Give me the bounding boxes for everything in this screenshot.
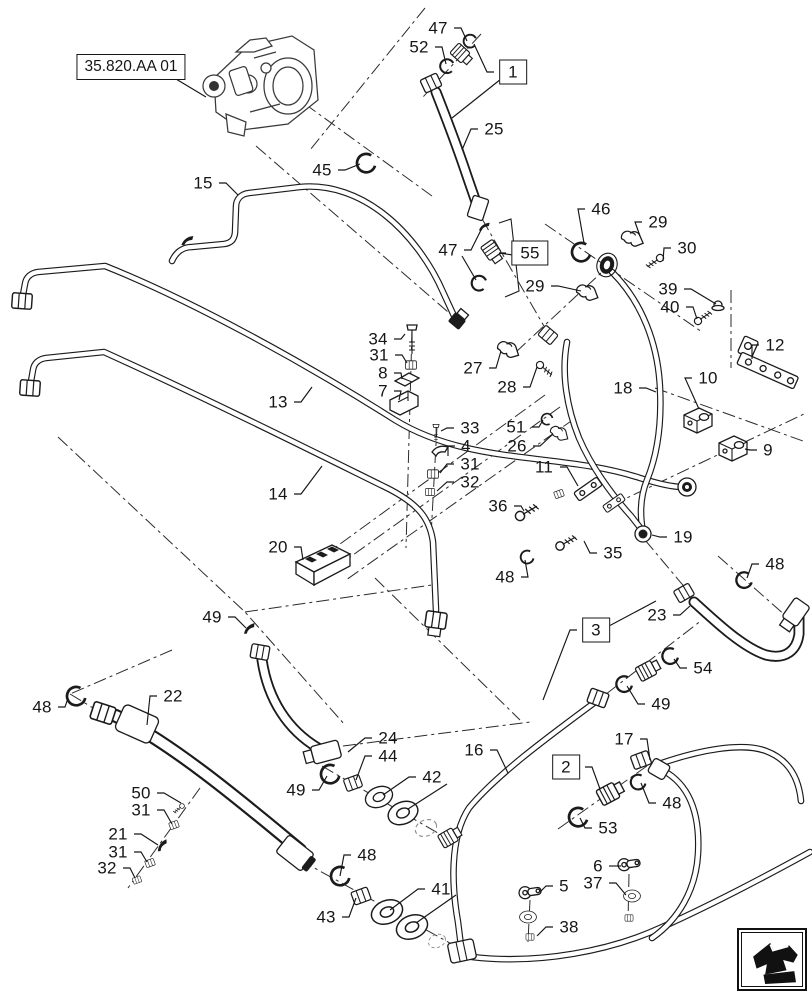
callout-35-32: 35: [603, 543, 623, 563]
callout-53-62: 53: [598, 818, 618, 838]
callout-5-65: 5: [559, 876, 569, 896]
page-turn-icon[interactable]: [737, 928, 807, 991]
callout-25-3: 25: [484, 119, 504, 139]
callout-18-21: 18: [613, 378, 633, 398]
tube-14: [30, 352, 436, 610]
callout-52-1: 52: [409, 37, 429, 57]
callout-14-36: 14: [268, 484, 288, 504]
clamp-20: [294, 544, 352, 587]
callout-31-49: 31: [108, 842, 128, 862]
callout-1-2: 1: [499, 59, 527, 85]
callout-37-64: 37: [583, 873, 603, 893]
callout-47-0: 47: [428, 18, 448, 38]
callout-8-17: 8: [378, 363, 388, 383]
callout-48-34: 48: [495, 567, 515, 587]
callout-38-66: 38: [559, 917, 579, 937]
callout-11-30: 11: [534, 457, 554, 477]
callout-31-16: 31: [369, 345, 389, 365]
callout-48-61: 48: [662, 793, 682, 813]
tube-15: [172, 187, 455, 318]
callout-27-19: 27: [463, 358, 483, 378]
callout-48-56: 48: [357, 845, 377, 865]
callout-9-23: 9: [763, 440, 773, 460]
callout-leaders: [58, 27, 759, 937]
callout-6-63: 6: [593, 856, 603, 876]
callout-50-46: 50: [131, 783, 151, 803]
callout-2-60: 2: [552, 754, 580, 780]
hose-25: [436, 92, 476, 202]
callout-26-29: 26: [507, 436, 527, 456]
callout-7-18: 7: [378, 381, 388, 401]
callout-28-20: 28: [497, 377, 517, 397]
callout-21-48: 21: [108, 824, 128, 844]
callout-49-43: 49: [651, 694, 671, 714]
callout-32-50: 32: [97, 858, 117, 878]
callout-12-14: 12: [765, 335, 785, 355]
callout-46-6: 46: [591, 199, 611, 219]
callout-33-24: 33: [460, 418, 480, 438]
callout-3-40: 3: [582, 617, 610, 643]
callout-17-59: 17: [614, 729, 634, 749]
callout-51-28: 51: [506, 417, 526, 437]
callout-45-4: 45: [312, 160, 332, 180]
callout-32-27: 32: [460, 472, 480, 492]
page-turn-arrow-glyph: [753, 942, 798, 984]
callout-48-41: 48: [765, 554, 785, 574]
callout-16-55: 16: [464, 740, 484, 760]
callout-48-45: 48: [32, 697, 52, 717]
callout-29-7: 29: [648, 212, 668, 232]
callout-10-22: 10: [698, 368, 718, 388]
tube-17: [652, 747, 801, 938]
callout-4-25: 4: [461, 436, 471, 456]
hose-24: [262, 660, 318, 748]
callout-36-31: 36: [488, 496, 508, 516]
callout-29-11: 29: [525, 276, 545, 296]
callout-41-57: 41: [431, 879, 451, 899]
callout-13-35: 13: [268, 392, 288, 412]
reference-box[interactable]: 35.820.AA 01: [76, 54, 186, 80]
callout-47-9: 47: [438, 240, 458, 260]
callout-40-13: 40: [660, 297, 680, 317]
callout-55-10: 55: [511, 240, 549, 266]
callout-43-58: 43: [316, 907, 336, 927]
callout-23-39: 23: [647, 605, 667, 625]
callout-42-54: 42: [422, 767, 442, 787]
callout-49-53: 49: [286, 780, 306, 800]
callout-31-26: 31: [460, 454, 480, 474]
callout-39-12: 39: [658, 279, 678, 299]
callout-34-15: 34: [368, 329, 388, 349]
callout-24-51: 24: [378, 728, 398, 748]
tube-19: [565, 342, 642, 530]
hose-23: [694, 602, 799, 656]
callout-22-44: 22: [163, 686, 183, 706]
page-turn-icon-frame: [741, 932, 803, 987]
callout-19-33: 19: [673, 527, 693, 547]
callout-54-42: 54: [693, 658, 713, 678]
fittings-and-hardware: [10, 32, 810, 964]
callout-15-5: 15: [193, 173, 213, 193]
callout-31-47: 31: [131, 800, 151, 820]
pump-illustration: [202, 35, 319, 137]
callout-44-52: 44: [378, 746, 398, 766]
callout-49-38: 49: [202, 607, 222, 627]
callout-30-8: 30: [677, 238, 697, 258]
callout-20-37: 20: [268, 537, 288, 557]
